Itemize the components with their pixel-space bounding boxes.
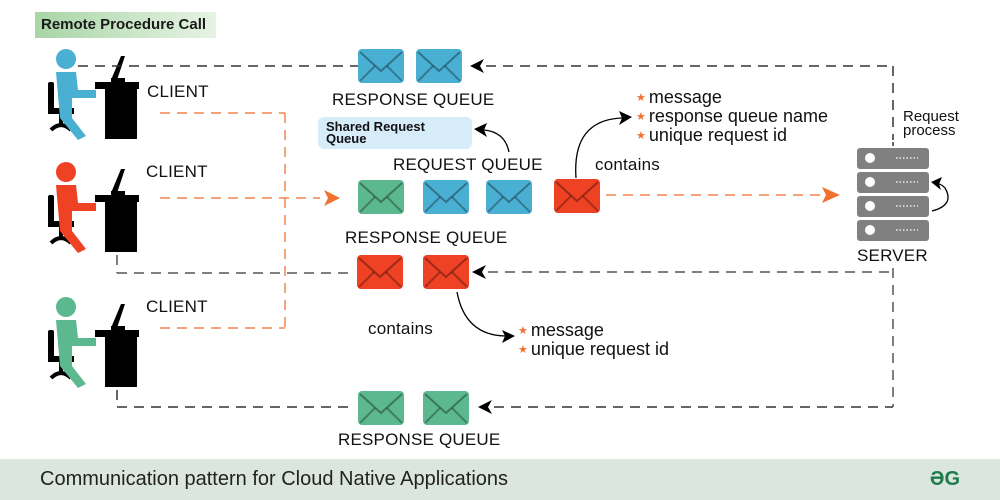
gfg-logo-icon: ƏG [929, 468, 960, 490]
envelope-response-bottom-2 [422, 390, 470, 426]
response-queue-label-bottom: RESPONSE QUEUE [338, 430, 501, 449]
client-label-1: CLIENT [147, 82, 209, 101]
arrowhead-response-contains [502, 330, 515, 343]
envelope-request-1 [357, 179, 405, 215]
arrowhead-bottom [478, 400, 492, 414]
client-label-3: CLIENT [146, 297, 208, 316]
client-label-2: CLIENT [146, 162, 208, 181]
envelope-response-middle-1 [356, 254, 404, 290]
star-icon: ★ [518, 325, 528, 337]
diagram-canvas [46, 48, 949, 426]
curve-response-contains-arrow [456, 291, 506, 337]
envelope-response-top-2 [415, 48, 463, 84]
response-line-middle [116, 255, 894, 407]
request-lines [160, 112, 820, 329]
envelope-response-bottom-1 [357, 390, 405, 426]
response-line-bottom [116, 390, 893, 408]
arrowhead-request-contains [619, 111, 632, 125]
response-contains-item: ★message [518, 320, 604, 340]
envelope-request-4 [553, 178, 601, 214]
client-figure-3 [46, 297, 139, 388]
envelope-response-middle-2 [422, 254, 470, 290]
client-figure-1 [46, 49, 139, 140]
arrowhead-top [470, 59, 484, 73]
arrowhead-request-process [931, 177, 942, 190]
star-icon: ★ [636, 130, 646, 142]
response-contains-list: ★message ★unique request id [518, 321, 669, 359]
response-line-top [78, 65, 894, 140]
request-queue-label: REQUEST QUEUE [393, 155, 543, 174]
curve-shared-queue-arrow [483, 129, 510, 153]
server-icon [857, 148, 929, 241]
request-contains-label: contains [595, 155, 660, 174]
request-contains-item: ★unique request id [636, 125, 787, 145]
footer-bar: Communication pattern for Cloud Native A… [0, 459, 1000, 500]
request-contains-item: ★response queue name [636, 106, 829, 126]
response-queue-label-top: RESPONSE QUEUE [332, 90, 495, 109]
diagram-title: Remote Procedure Call [35, 12, 217, 38]
request-contains-list: ★message ★response queue name ★unique re… [636, 88, 828, 145]
server-label: SERVER [857, 246, 928, 265]
shared-request-queue-badge: Shared Request Queue [318, 117, 472, 149]
arrowhead-request-in [324, 190, 340, 206]
star-icon: ★ [636, 111, 646, 123]
arrowhead-shared-queue [474, 123, 487, 137]
request-contains-item: ★message [636, 87, 722, 107]
response-contains-item: ★unique request id [518, 339, 669, 359]
envelope-response-top-1 [357, 48, 405, 84]
star-icon: ★ [636, 92, 646, 104]
arrowhead-middle [472, 265, 486, 279]
envelope-request-2 [422, 179, 470, 215]
footer-caption: Communication pattern for Cloud Native A… [40, 468, 509, 490]
envelope-request-3 [485, 179, 533, 215]
request-process-label: Request process [903, 108, 959, 139]
arrowhead-request-server [822, 187, 840, 203]
curve-request-contains-arrow [575, 117, 623, 179]
response-contains-label: contains [368, 319, 433, 338]
star-icon: ★ [518, 344, 528, 356]
response-queue-label-middle: RESPONSE QUEUE [345, 228, 508, 247]
client-figure-2 [46, 162, 139, 253]
